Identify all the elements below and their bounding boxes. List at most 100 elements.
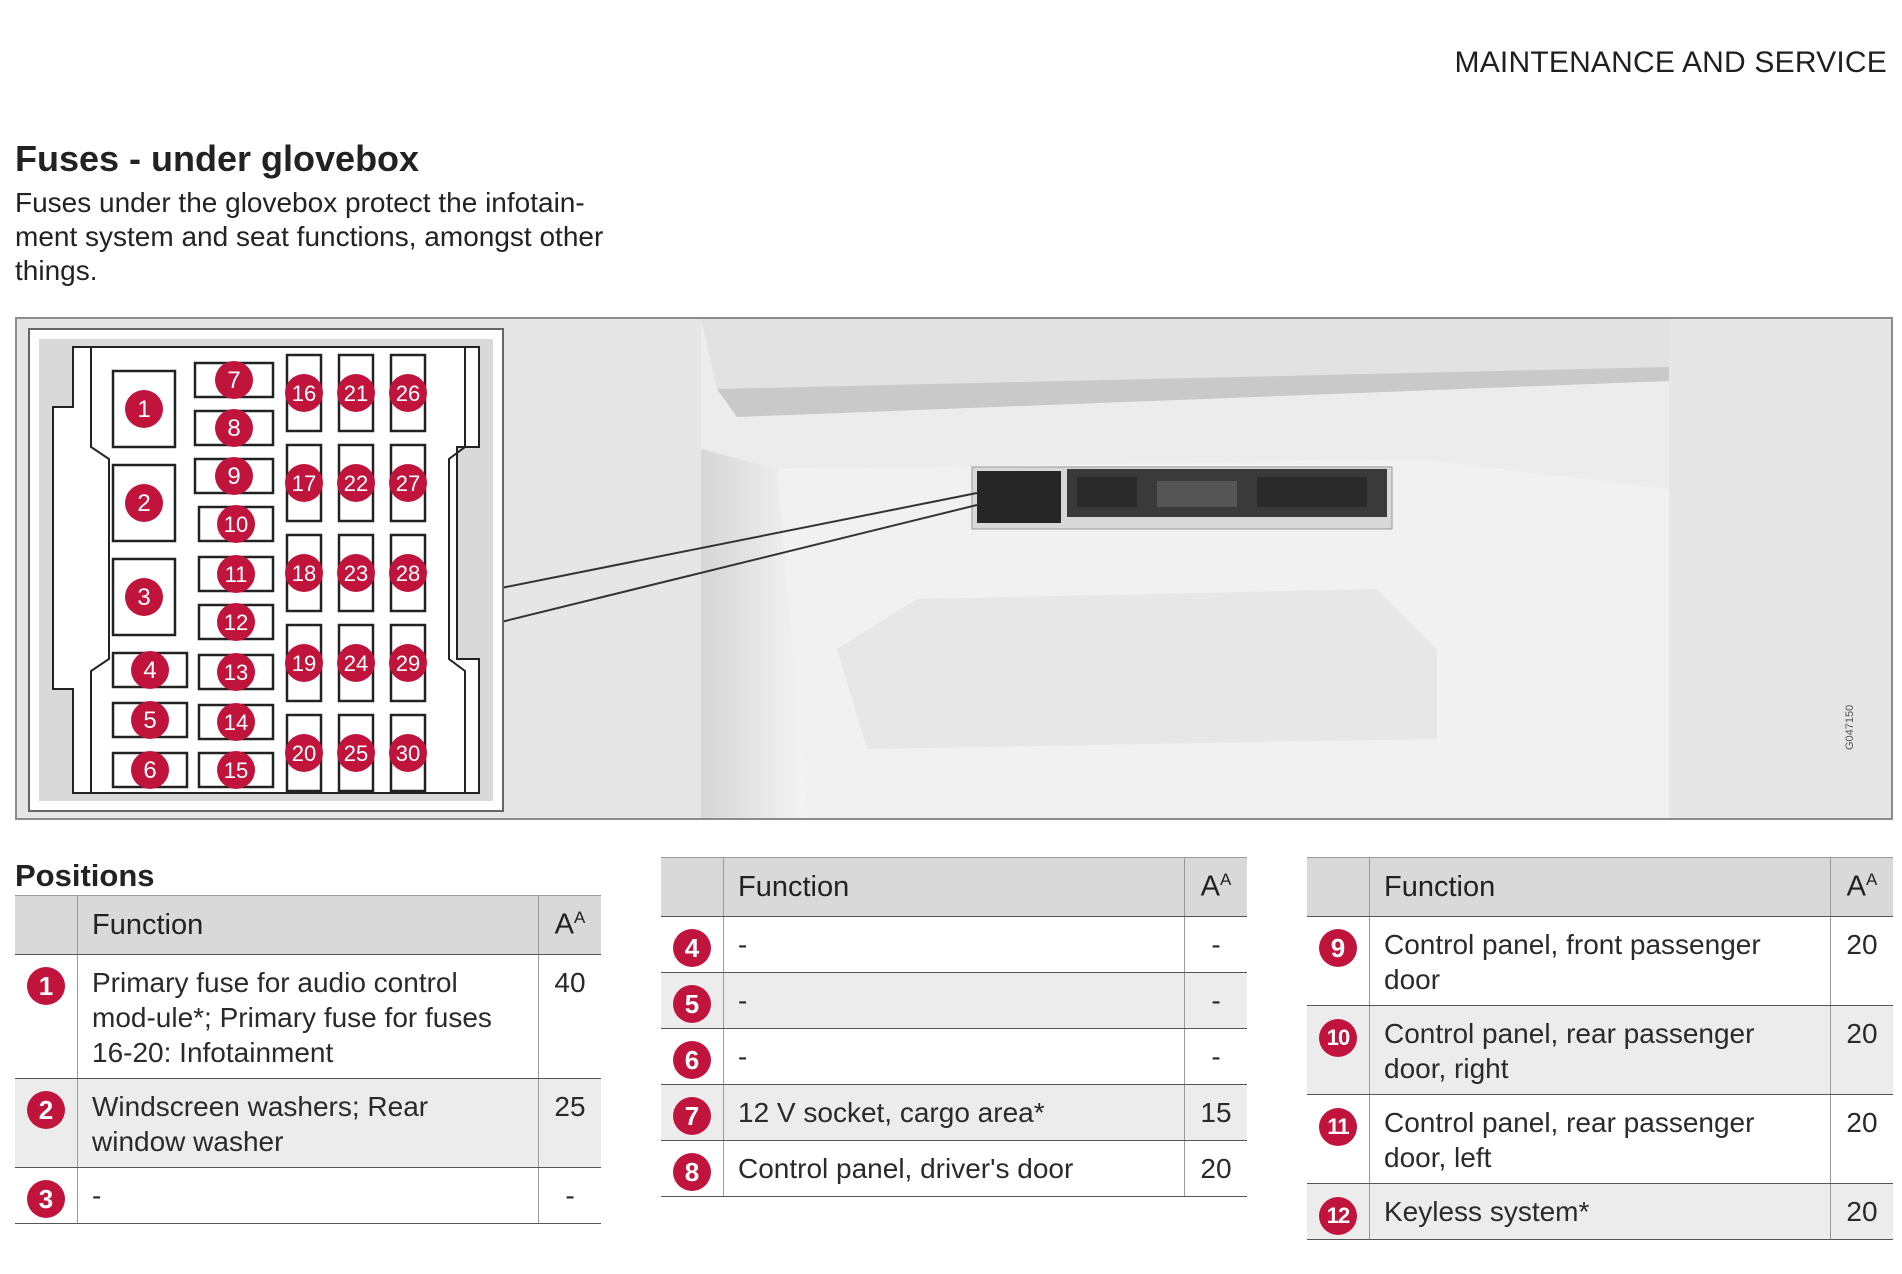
fuse-badge-21: 21: [337, 374, 375, 412]
fuse-badge-23: 23: [337, 554, 375, 592]
fuse-badge-22: 22: [337, 464, 375, 502]
page-title: Fuses - under glovebox: [15, 138, 420, 179]
fuse-function-cell: -: [723, 972, 1185, 1029]
positions-heading: Positions: [15, 858, 155, 893]
table-row: 1 Primary fuse for audio control mod-ule*…: [15, 954, 601, 1079]
fuse-badge-7: 7: [215, 361, 253, 399]
fuse-number-badge: 5: [673, 985, 711, 1023]
svg-text:16: 16: [292, 381, 316, 406]
fuse-badge-14: 14: [217, 703, 255, 741]
fuse-badge-1: 1: [125, 390, 163, 428]
svg-text:27: 27: [396, 471, 420, 496]
fuse-number-cell: 11: [1307, 1094, 1370, 1184]
figure-code: G047150: [1844, 704, 1856, 750]
fuse-function-cell: Control panel, rear passenger door, righ…: [1369, 1005, 1831, 1095]
svg-text:7: 7: [227, 367, 240, 394]
svg-text:19: 19: [292, 651, 316, 676]
function-column-header: Function: [1369, 857, 1831, 917]
svg-text:8: 8: [227, 415, 240, 442]
fuse-ampere-cell: -: [1184, 916, 1247, 973]
fuse-badge-6: 6: [131, 751, 169, 789]
ampere-column-header: AA: [538, 895, 601, 955]
fuse-number-badge: 2: [27, 1091, 65, 1129]
svg-text:28: 28: [396, 561, 420, 586]
fuse-number-cell: 10: [1307, 1005, 1370, 1095]
fuse-badge-5: 5: [131, 701, 169, 739]
fuse-badge-17: 17: [285, 464, 323, 502]
fuse-badge-27: 27: [389, 464, 427, 502]
fuse-ampere-cell: -: [1184, 1028, 1247, 1085]
number-column-header: [15, 895, 78, 955]
intro-text: Fuses under the glovebox protect the inf…: [15, 187, 604, 286]
svg-text:30: 30: [396, 741, 420, 766]
function-column-header: Function: [723, 857, 1185, 917]
table-row: 3--: [15, 1167, 601, 1224]
ampere-column-header: AA: [1184, 857, 1247, 917]
svg-text:22: 22: [344, 471, 368, 496]
fuse-function-cell: Primary fuse for audio control mod-ule*;…: [77, 954, 539, 1079]
fuse-ampere-cell: 40: [538, 954, 601, 1079]
table-row: 4--: [661, 916, 1247, 973]
table-row: 7 12 V socket, cargo area*15: [661, 1084, 1247, 1141]
svg-text:1: 1: [137, 396, 150, 423]
svg-text:18: 18: [292, 561, 316, 586]
fuse-number-badge: 11: [1319, 1108, 1357, 1146]
fuse-badge-10: 10: [217, 505, 255, 543]
fuse-number-badge: 6: [673, 1041, 711, 1079]
fuse-function-cell: -: [723, 1028, 1185, 1085]
fuse-badge-12: 12: [217, 603, 255, 641]
number-column-header: [1307, 857, 1370, 917]
fuse-badge-11: 11: [217, 555, 255, 593]
fuse-number-cell: 3: [15, 1167, 78, 1224]
section-header: MAINTENANCE AND SERVICE: [1454, 46, 1887, 79]
svg-text:6: 6: [143, 757, 156, 784]
fuse-badge-16: 16: [285, 374, 323, 412]
fuse-number-cell: 12: [1307, 1183, 1370, 1240]
function-column-header: Function: [77, 895, 539, 955]
svg-text:9: 9: [227, 463, 240, 490]
svg-text:12: 12: [224, 610, 248, 635]
fuse-function-cell: Control panel, front passenger door: [1369, 916, 1831, 1006]
svg-text:3: 3: [137, 584, 150, 611]
fuse-number-cell: 5: [661, 972, 724, 1029]
table-row: 6--: [661, 1028, 1247, 1085]
fuse-ampere-cell: 20: [1830, 1183, 1893, 1240]
fuse-number-cell: 8: [661, 1140, 724, 1197]
fuse-number-cell: 1: [15, 954, 78, 1079]
fuse-number-badge: 4: [673, 929, 711, 967]
fuse-badge-30: 30: [389, 734, 427, 772]
svg-text:24: 24: [344, 651, 368, 676]
svg-text:26: 26: [396, 381, 420, 406]
number-column-header: [661, 857, 724, 917]
fuse-ampere-cell: 25: [538, 1078, 601, 1168]
fuse-number-cell: 7: [661, 1084, 724, 1141]
fuse-number-badge: 1: [27, 967, 65, 1005]
fuse-badge-9: 9: [215, 457, 253, 495]
svg-text:15: 15: [224, 758, 248, 783]
svg-text:5: 5: [143, 707, 156, 734]
fuse-function-cell: -: [723, 916, 1185, 973]
fuse-number-badge: 9: [1319, 929, 1357, 967]
svg-text:10: 10: [224, 512, 248, 537]
fuse-ampere-cell: 20: [1830, 1005, 1893, 1095]
fuse-function-cell: 12 V socket, cargo area*: [723, 1084, 1185, 1141]
svg-text:13: 13: [224, 660, 248, 685]
fuse-ampere-cell: 15: [1184, 1084, 1247, 1141]
svg-text:21: 21: [344, 381, 368, 406]
table-row: 11 Control panel, rear passenger door, le…: [1307, 1094, 1893, 1184]
fuse-number-badge: 8: [673, 1153, 711, 1191]
fuse-ampere-cell: 20: [1830, 1094, 1893, 1184]
svg-text:17: 17: [292, 471, 316, 496]
fuse-number-badge: 3: [27, 1180, 65, 1218]
fuse-unit-photo: [977, 471, 1061, 523]
fuse-number-badge: 7: [673, 1097, 711, 1135]
fuse-ampere-cell: 20: [1184, 1140, 1247, 1197]
fuse-function-cell: -: [77, 1167, 539, 1224]
svg-text:20: 20: [292, 741, 316, 766]
fuse-function-cell: Control panel, rear passenger door, left: [1369, 1094, 1831, 1184]
fuse-badge-19: 19: [285, 644, 323, 682]
